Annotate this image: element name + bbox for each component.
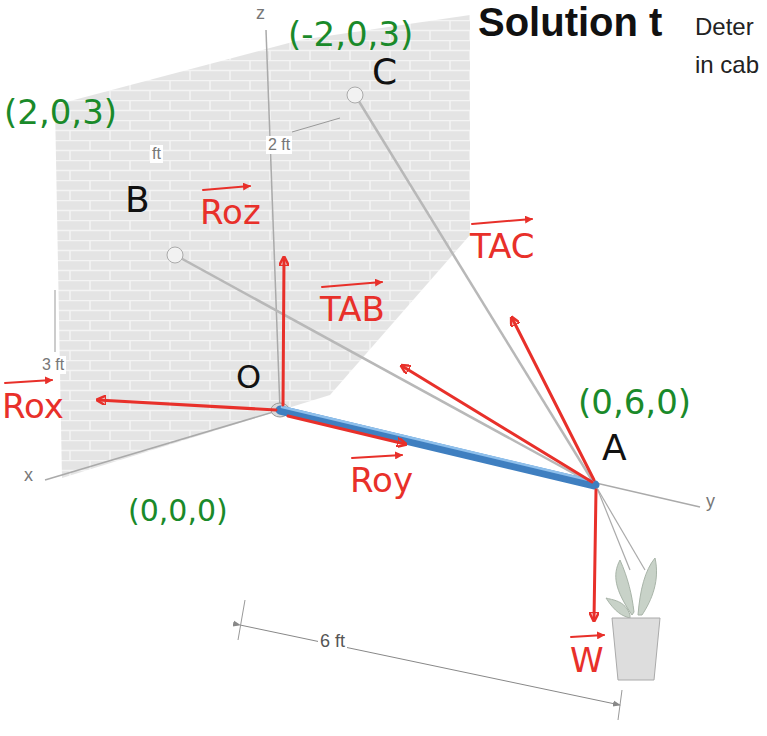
force-label: Roy [350, 462, 413, 499]
dimension-label: 3 ft [40, 356, 66, 374]
vector-arrow [571, 635, 604, 637]
coordinate-label: (0,0,0) [128, 494, 228, 527]
plant-leaves [606, 558, 657, 618]
coordinate-label: (0,6,0) [578, 384, 691, 421]
anchor-b [167, 247, 183, 263]
dimension-line [240, 625, 620, 705]
dimension-label: 2 ft [266, 136, 292, 154]
force-label: TAC [470, 228, 535, 265]
vector-arrow [472, 219, 532, 224]
vector-arrow [203, 186, 250, 190]
point-label: B [125, 180, 150, 220]
problem-text: in cab [695, 52, 759, 78]
rod-highlight [282, 407, 593, 481]
force-label: W [570, 642, 604, 679]
coordinate-label: (2,0,3) [4, 94, 117, 131]
extension-line [238, 600, 245, 640]
dimension-label: 6 ft [318, 632, 347, 652]
vector-arrow [5, 380, 52, 383]
vector-arrow [322, 282, 382, 287]
rod [280, 410, 595, 485]
y-axis [280, 410, 700, 507]
force-rox [98, 400, 276, 410]
z-axis [266, 30, 280, 410]
axis-label: x [24, 466, 33, 486]
force-roy [288, 416, 405, 444]
point-label: O [236, 360, 261, 395]
hanger [597, 488, 645, 570]
point-label: A [602, 428, 627, 468]
dimension-line [55, 290, 56, 352]
brick-wall [55, 15, 470, 478]
axis-label: z [256, 4, 265, 24]
extension-line [618, 690, 622, 720]
problem-text: Deter [695, 14, 754, 40]
slide-title: Solution t [478, 0, 662, 44]
x-axis [45, 410, 280, 480]
force-label: TAB [320, 291, 385, 328]
force-w [594, 490, 596, 620]
plant-pot [612, 618, 660, 680]
dimension-label: ft [150, 145, 163, 163]
axis-label: y [706, 492, 715, 512]
cable-ac [355, 95, 595, 485]
force-label: Rox [2, 388, 64, 425]
vector-arrow [352, 455, 402, 458]
force-label: Roz [200, 194, 261, 231]
force-roz [283, 258, 284, 405]
force-tab [402, 366, 592, 482]
anchor-c [347, 87, 363, 103]
hanger [597, 488, 630, 570]
point-label: C [372, 52, 397, 92]
dimension-line [292, 118, 340, 132]
coordinate-label: (-2,0,3) [288, 16, 413, 53]
cable-ab [175, 255, 595, 485]
